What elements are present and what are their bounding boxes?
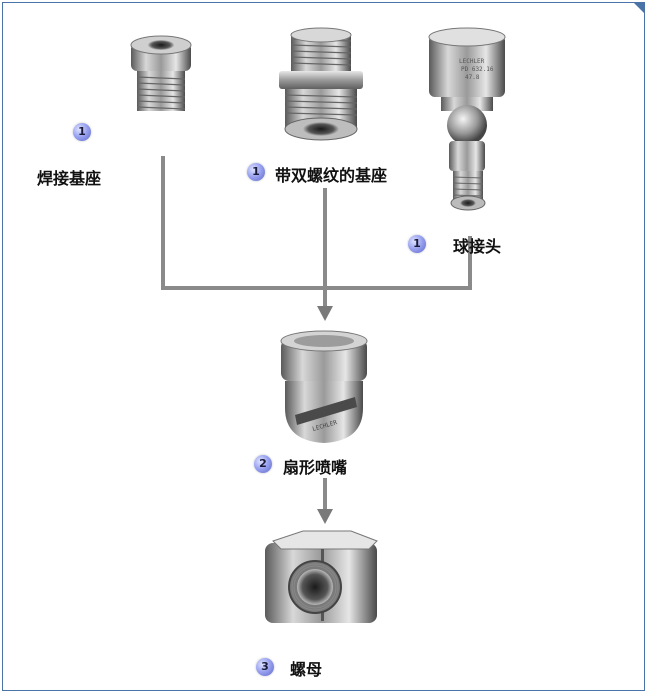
connector-lines xyxy=(161,156,472,511)
threaded-base-image xyxy=(279,27,363,141)
step-badge-nut: 3 xyxy=(256,658,274,676)
svg-text:47.8: 47.8 xyxy=(465,74,480,81)
step-badge-fan-nozzle: 2 xyxy=(254,455,272,473)
svg-text:PD 632.16: PD 632.16 xyxy=(461,66,494,73)
svg-text:LECHLER: LECHLER xyxy=(459,58,485,65)
label-weld-base: 焊接基座 xyxy=(37,169,102,188)
arrow-to-nut-icon xyxy=(317,509,333,524)
label-ball-joint: 球接头 xyxy=(453,237,502,256)
label-nut: 螺母 xyxy=(290,660,323,679)
step-badge-ball-joint: 1 xyxy=(408,235,426,253)
nut-image xyxy=(265,530,378,623)
label-threaded-base: 带双螺纹的基座 xyxy=(275,166,388,185)
frame-corner-tab xyxy=(634,3,644,13)
step-badge-weld-base: 1 xyxy=(73,123,91,141)
step-badge-threaded-base: 1 xyxy=(247,163,265,181)
label-fan-nozzle: 扇形喷嘴 xyxy=(283,458,348,477)
arrow-to-nozzle-icon xyxy=(317,306,333,321)
weld-base-image xyxy=(130,35,192,111)
fan-nozzle-image: LECHLER xyxy=(280,330,368,443)
bracket-connector xyxy=(161,156,472,290)
